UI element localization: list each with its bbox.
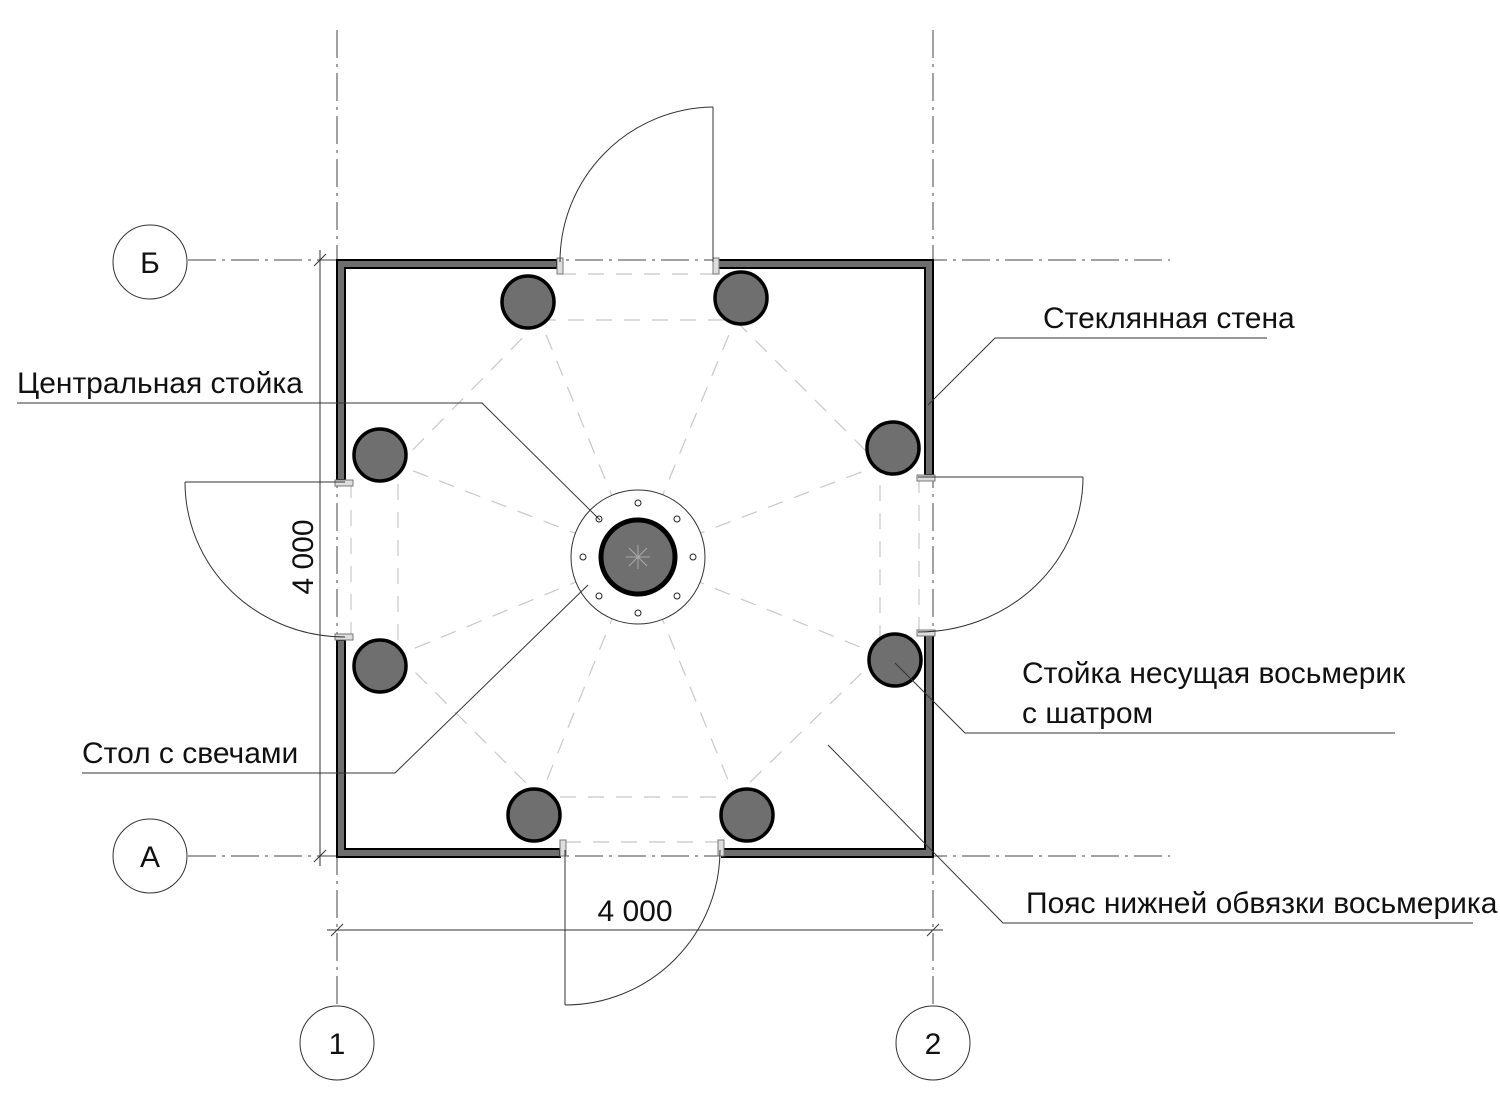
- column: [500, 274, 556, 330]
- dimension-width: 4 000: [597, 895, 672, 928]
- candles: [579, 499, 697, 617]
- label-bearing-post-2: с шатром: [1022, 697, 1153, 730]
- central-post-group: [570, 489, 706, 625]
- column: [713, 270, 769, 326]
- axis-label-2: 2: [925, 1028, 942, 1061]
- door-right: [917, 476, 1084, 633]
- axis-label-1: 1: [329, 1028, 346, 1061]
- dimension-height: 4 000: [287, 519, 320, 594]
- axis-bubble-a: [112, 818, 188, 894]
- post-center-mark: [626, 545, 650, 569]
- door-left: [184, 481, 346, 638]
- column: [865, 420, 921, 476]
- dimensions: 4 000 4 000: [287, 250, 943, 937]
- column: [506, 787, 562, 843]
- axis-label-a: А: [140, 841, 160, 874]
- label-bearing-post-1: Стойка несущая восьмерик: [1022, 657, 1406, 690]
- axis-label-b: Б: [140, 247, 160, 280]
- axis-bubble-1: [299, 1005, 375, 1081]
- grid-axes: Б А 1 2: [112, 30, 1170, 1081]
- axis-bubble-2: [895, 1005, 971, 1081]
- callouts: Стеклянная стена Центральная стойка Стол…: [17, 302, 1498, 924]
- doors: [184, 106, 1084, 1006]
- label-glass-wall: Стеклянная стена: [1043, 302, 1295, 335]
- column: [352, 638, 408, 694]
- label-central-post: Центральная стойка: [17, 367, 303, 400]
- axis-bubble-b: [112, 224, 188, 300]
- door-top: [559, 106, 714, 263]
- door-bottom: [564, 849, 721, 1006]
- label-lower-belt: Пояс нижней обвязки восьмерика: [1026, 887, 1498, 920]
- column: [867, 632, 923, 688]
- label-candle-table: Стол с свечами: [82, 737, 298, 770]
- bearing-columns: [352, 270, 923, 843]
- column: [719, 787, 775, 843]
- column: [352, 427, 408, 483]
